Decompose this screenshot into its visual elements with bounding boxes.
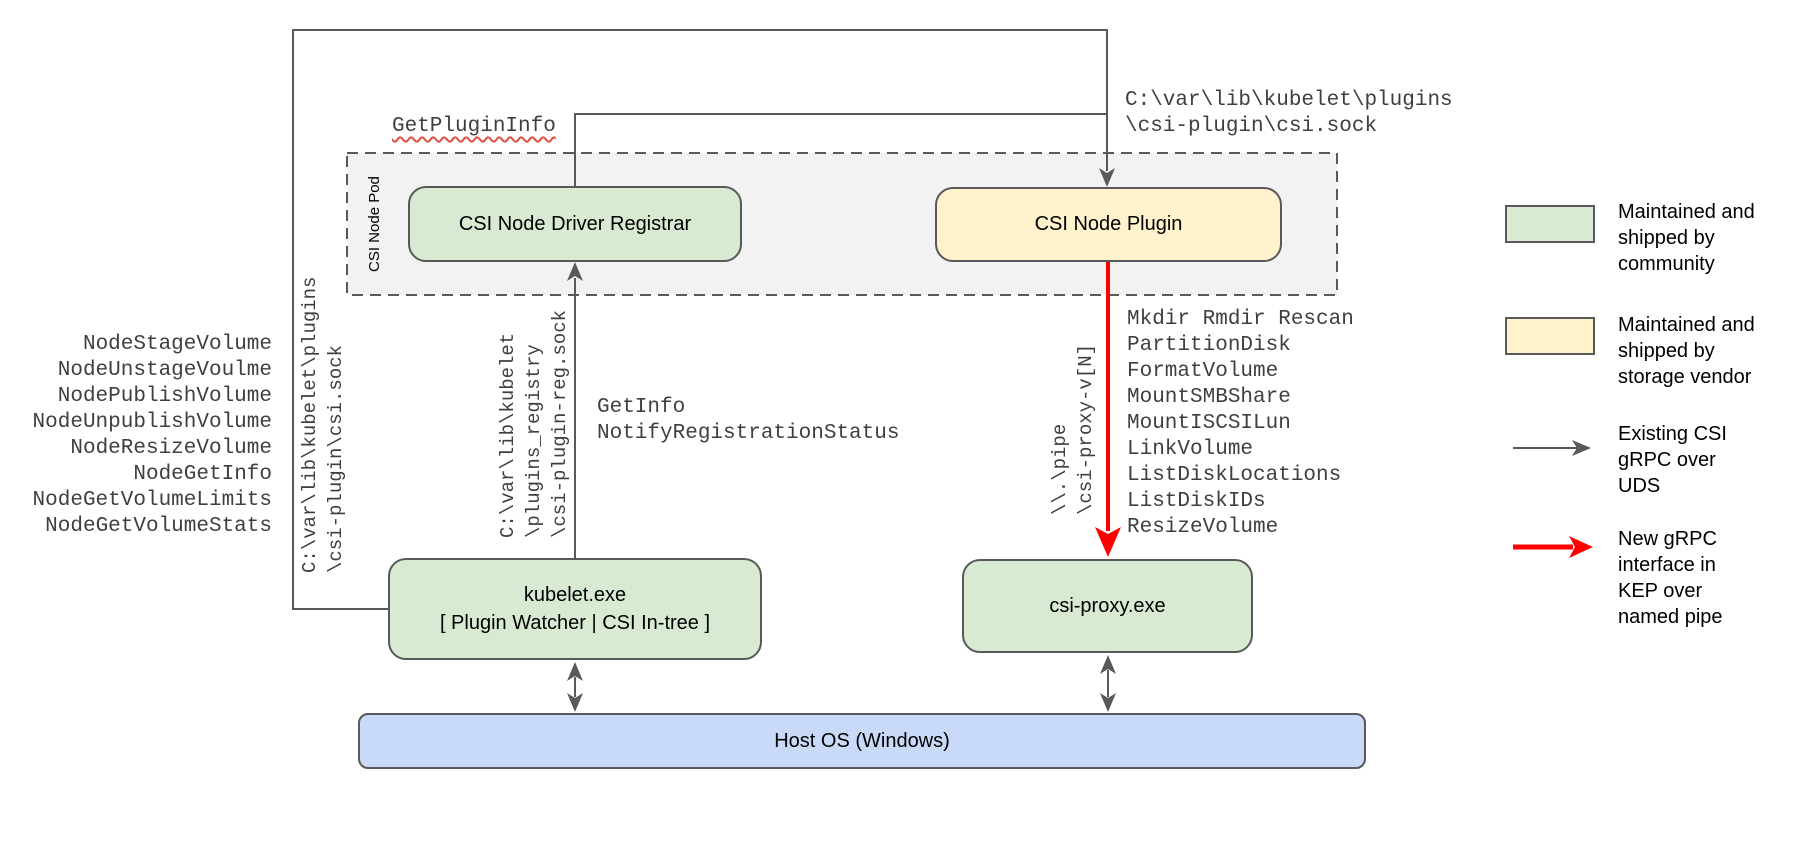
proxy-methods-list: Mkdir Rmdir Rescan PartitionDisk FormatV…	[1127, 308, 1354, 539]
csi-node-pod-label: CSI Node Pod	[366, 176, 383, 272]
registration-calls-label: GetInfo NotifyRegistrationStatus	[597, 396, 900, 445]
csi-sock-vertical-label: C:\var\lib\kubelet\plugins \csi-plugin\c…	[299, 276, 347, 573]
legend-vendor-label: Maintained and shipped by storage vendor	[1618, 314, 1755, 388]
csi-proxy-label: csi-proxy.exe	[1049, 594, 1166, 617]
legend-pipe-arrowhead	[1569, 536, 1593, 558]
legend-uds-arrowhead	[1572, 440, 1591, 456]
kubelet-to-plugin-arrowhead	[1099, 168, 1115, 187]
legend-vendor-swatch	[1505, 317, 1595, 355]
kubelet-label: kubelet.exe [ Plugin Watcher | CSI In-tr…	[439, 584, 711, 634]
kubelet-hostos-up-arrowhead	[567, 662, 583, 681]
csi-node-plugin-label: CSI Node Plugin	[1034, 213, 1183, 235]
host-os-box: Host OS (Windows)	[358, 713, 1366, 769]
legend-community-swatch	[1505, 205, 1595, 243]
csiproxy-hostos-down-arrowhead	[1100, 693, 1116, 712]
registrar-getplugininfo-line	[574, 113, 1107, 186]
csi-node-driver-registrar-label: CSI Node Driver Registrar	[458, 212, 692, 235]
host-os-label: Host OS (Windows)	[774, 729, 950, 752]
csiproxy-hostos-up-arrowhead	[1100, 655, 1116, 674]
legend-pipe-label: New gRPC interface in KEP over named pip…	[1618, 528, 1723, 628]
kubelet-box: kubelet.exe [ Plugin Watcher | CSI In-tr…	[388, 558, 762, 660]
kubelet-to-registrar-arrowhead	[567, 262, 583, 281]
csi-sock-path-label: C:\var\lib\kubelet\plugins \csi-plugin\c…	[1125, 89, 1453, 138]
csi-node-driver-registrar-box: CSI Node Driver Registrar	[408, 186, 742, 262]
node-methods-list: NodeStageVolume NodeUnstageVoulme NodePu…	[32, 333, 272, 538]
csi-proxy-box: csi-proxy.exe	[962, 559, 1253, 653]
kubelet-hostos-down-arrowhead	[567, 693, 583, 712]
kubelet-to-plugin-line	[292, 29, 1108, 610]
registration-sock-vertical-label: C:\var\lib\kubelet \plugins_registry \cs…	[497, 309, 571, 538]
legend-uds-label: Existing CSI gRPC over UDS	[1618, 423, 1727, 497]
csi-node-plugin-box: CSI Node Plugin	[935, 187, 1282, 262]
getplugininfo-label: GetPluginInfo	[392, 115, 556, 138]
named-pipe-vertical-label: \\.\pipe \csi-proxy-v[N]	[1049, 343, 1097, 515]
plugin-to-csiproxy-arrowhead	[1095, 527, 1121, 557]
legend-community-label: Maintained and shipped by community	[1618, 201, 1755, 275]
